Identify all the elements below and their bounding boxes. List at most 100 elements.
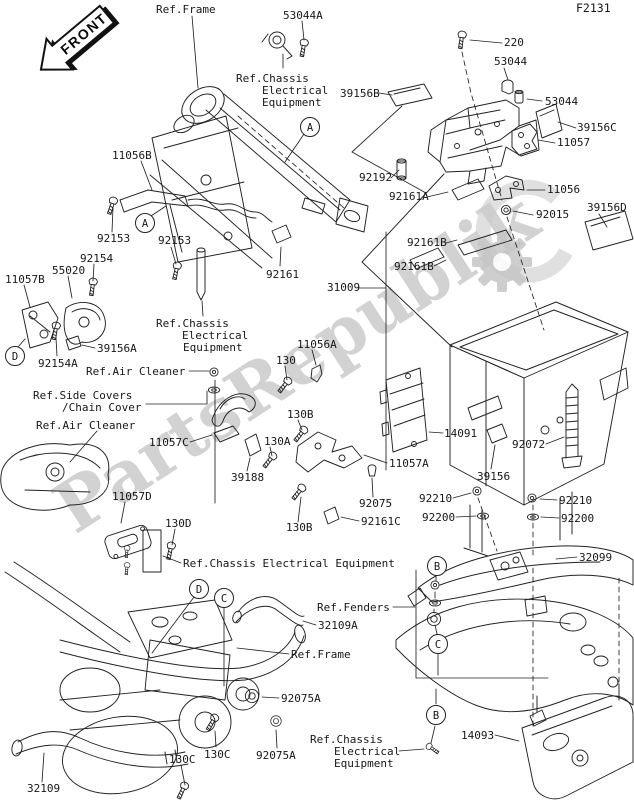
part-label-31009: 31009 (327, 281, 360, 294)
part-label-11056: 11056 (547, 183, 580, 196)
detail-marker-c: C (428, 634, 448, 654)
part-label-11056a: 11056A (297, 338, 337, 351)
bolt-icon (430, 580, 440, 590)
part-label-11057d: 11057D (112, 490, 152, 503)
part-label-130a: 130A (264, 435, 291, 448)
detail-marker-d: D (189, 579, 209, 599)
part-label-53044: 53044 (545, 95, 578, 108)
gear-icon (472, 232, 532, 292)
detail-markers: A A D B D C C B (5, 117, 448, 725)
labels: F2131 Ref.Frame 53044A 220 Ref.Chassis E… (5, 1, 627, 795)
screw-icon (260, 450, 279, 470)
detail-marker-c: C (214, 588, 234, 608)
screw-icon (104, 195, 119, 216)
screw-icon (289, 482, 308, 502)
part-label-32109: 32109 (27, 782, 60, 795)
ref-label-fenders: Ref.Fenders (317, 601, 390, 614)
screw-icon (86, 277, 99, 297)
part-label-92161b: 92161B (407, 236, 447, 249)
detail-marker-a: A (135, 213, 155, 233)
ref-label-chassis-electrical-mid: Ref.Chassis Electrical Equipment (156, 317, 255, 354)
part-label-92075a: 92075A (256, 749, 296, 762)
part-label-92200: 92200 (422, 511, 455, 524)
ref-label-chassis-electrical-top: Ref.Chassis Electrical Equipment (236, 72, 335, 109)
part-label-39188: 39188 (231, 471, 264, 484)
part-label-92154: 92154 (80, 252, 113, 265)
ref-label-chassis-electrical-line: Ref.Chassis Electrical Equipment (183, 557, 395, 570)
front-direction-arrow: FRONT (39, 4, 120, 71)
screw-icon (291, 424, 310, 444)
ref-label-air-cleaner: Ref.Air Cleaner (36, 419, 136, 432)
part-label-92210: 92210 (559, 494, 592, 507)
air-cleaner-drawing (0, 443, 110, 511)
svg-text:D: D (12, 351, 18, 363)
part-label-92192: 92192 (359, 171, 392, 184)
part-label-32099: 32099 (579, 551, 612, 564)
part-label-11057: 11057 (557, 136, 590, 149)
grommet-icon (270, 715, 282, 727)
part-label-53044a: 53044A (283, 9, 323, 22)
part-label-53044: 53044 (494, 55, 527, 68)
ref-label-frame-bottom: Ref.Frame (291, 648, 351, 661)
ref-label-chassis-electrical-bottom: Ref.Chassis Electrical Equipment (310, 733, 407, 770)
part-label-130b: 130B (287, 408, 314, 421)
part-label-92072: 92072 (512, 438, 545, 451)
part-label-14091: 14091 (444, 427, 477, 440)
part-label-92153: 92153 (97, 232, 130, 245)
rear-fender-drawing (395, 545, 634, 800)
part-label-130c: 130C (169, 753, 196, 766)
part-label-92153: 92153 (158, 234, 191, 247)
center-bracket-drawing (104, 393, 377, 573)
part-label-92075: 92075 (359, 497, 392, 510)
part-label-32109a: 32109A (318, 619, 358, 632)
ref-label-air-cleaner: Ref.Air Cleaner (86, 365, 186, 378)
svg-text:C: C (435, 639, 441, 651)
part-label-92161: 92161 (266, 268, 299, 281)
part-label-11057b: 11057B (5, 273, 45, 286)
part-label-14093: 14093 (461, 729, 494, 742)
bolt-icon (472, 486, 482, 496)
svg-text:D: D (196, 584, 202, 596)
svg-text:C: C (221, 593, 227, 605)
part-label-130b: 130B (286, 521, 313, 534)
part-label-92161a: 92161A (389, 190, 429, 203)
detail-marker-b: B (426, 705, 446, 725)
part-label-39156: 39156 (477, 470, 510, 483)
screw-icon (424, 741, 441, 756)
part-label-92015: 92015 (536, 208, 569, 221)
part-label-92154a: 92154A (38, 357, 78, 370)
left-bracket-drawing (21, 301, 106, 351)
part-label-11056b: 11056B (112, 149, 152, 162)
part-label-39156c: 39156C (577, 121, 617, 134)
carrier-tray-drawing (261, 31, 563, 201)
part-label-92075a: 92075A (281, 692, 321, 705)
part-label-39156a: 39156A (97, 342, 137, 355)
svg-text:B: B (433, 710, 439, 722)
washer-icon (428, 599, 442, 607)
grommet-icon (426, 611, 442, 627)
part-label-39156b: 39156B (340, 87, 380, 100)
part-label-92210: 92210 (419, 492, 452, 505)
leader-lines (17, 15, 608, 786)
frame-front-drawing (119, 86, 369, 301)
screw-icon (122, 561, 131, 576)
part-label-92200: 92200 (561, 512, 594, 525)
figure-code: F2131 (576, 1, 611, 15)
washer-icon (476, 512, 490, 520)
detail-marker-d: D (5, 346, 25, 366)
part-label-130c: 130C (204, 748, 231, 761)
ref-label-side-covers: Ref.Side Covers /Chain Cover (33, 389, 142, 414)
ref-label-frame-top: Ref.Frame (156, 3, 216, 16)
part-label-130: 130 (276, 354, 296, 367)
part-label-39156d: 39156D (587, 201, 627, 214)
rear-frame-drawing (4, 561, 306, 795)
screw-icon (297, 37, 310, 58)
svg-text:B: B (434, 561, 440, 573)
screw-icon (174, 780, 191, 800)
battery-case-drawing (310, 173, 634, 557)
svg-text:A: A (307, 122, 314, 134)
part-label-55020: 55020 (52, 264, 85, 277)
part-label-11057a: 11057A (389, 457, 429, 470)
part-label-92161b: 92161B (394, 260, 434, 273)
